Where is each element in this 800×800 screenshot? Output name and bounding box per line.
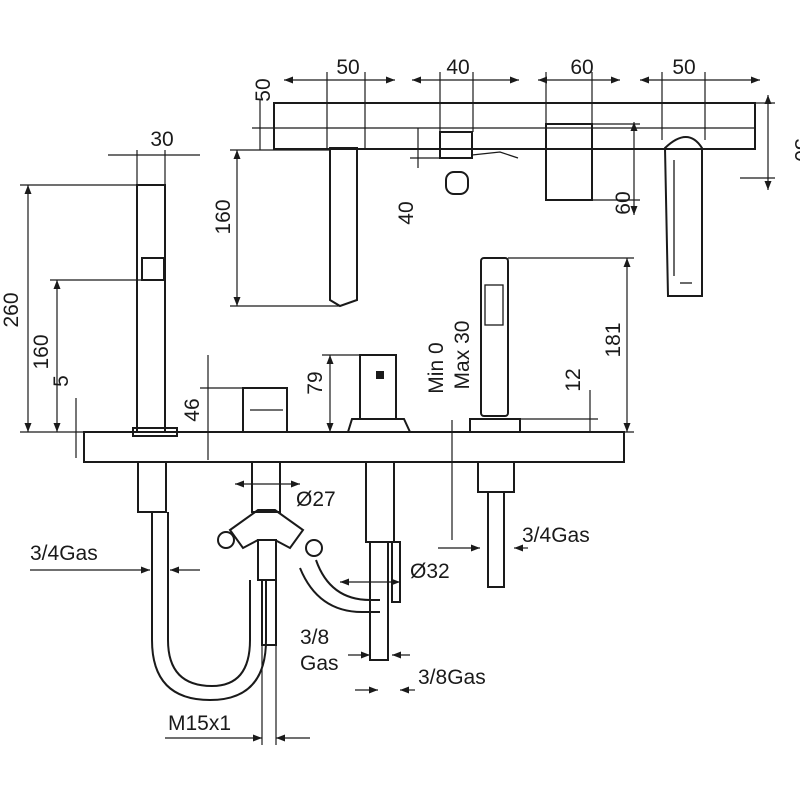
- dim-valve-depth-label: 40: [395, 201, 418, 224]
- dim-spout-base-label: 5: [50, 375, 73, 387]
- front-diverter: [359, 354, 397, 420]
- top-handle: [545, 123, 593, 201]
- front-hand-shower: [480, 257, 509, 417]
- front-spout: [136, 184, 166, 433]
- spout-shank: [137, 461, 167, 513]
- front-spout-base: [132, 427, 178, 437]
- diverter-dia-label: Ø32: [410, 560, 450, 583]
- hose-thread-label: M15x1: [168, 712, 231, 735]
- valve-right-nut: [305, 539, 323, 557]
- dim-min-label: Min 0: [425, 342, 448, 393]
- dim-diverter-height-label: 79: [304, 371, 327, 394]
- front-shower-holder: [469, 418, 521, 433]
- valve-outlet: [257, 539, 277, 581]
- shower-shank: [477, 461, 515, 493]
- dim-shower-length-label: 181: [602, 322, 625, 357]
- dim-w-spout-label: 50: [336, 56, 359, 79]
- dim-handle-depth-label: 60: [612, 191, 635, 214]
- supply-right-label: 3/8Gas: [418, 666, 486, 689]
- top-valve-pipe: [471, 151, 519, 159]
- front-handle: [242, 387, 288, 433]
- dim-spout-width-label: 30: [150, 128, 173, 151]
- spout-inlet-label: 3/4Gas: [30, 542, 98, 565]
- top-view: 50 50 40 60 50 50 60 40 160: [212, 56, 800, 308]
- top-valve-knob: [445, 171, 469, 195]
- dim-max-label: Max 30: [451, 321, 474, 390]
- top-spout: [329, 147, 358, 308]
- front-diverter-base: [346, 418, 412, 433]
- shower-inlet-label: 3/4Gas: [522, 524, 590, 547]
- dim-shower-base-label: 12: [562, 368, 585, 391]
- diverter-shank: [365, 461, 395, 543]
- valve-dia-label: Ø27: [296, 488, 336, 511]
- dim-spout-outlet-label: 160: [30, 334, 53, 369]
- flex-hose-outer: [151, 512, 267, 702]
- supply-hose-right-inner: [299, 567, 380, 613]
- dim-w-shower-label: 50: [672, 56, 695, 79]
- dim-depth-right-label: 50: [790, 138, 800, 161]
- dim-w-left-label: 50: [252, 78, 275, 101]
- dim-w-handle-label: 60: [570, 56, 593, 79]
- top-deck-plate: [273, 102, 756, 150]
- dim-w-valve-label: 40: [446, 56, 469, 79]
- top-shower-holder: [663, 136, 703, 297]
- supply-tube-b: [391, 541, 401, 603]
- valve-y-body: [228, 509, 305, 550]
- front-diverter-button: [376, 371, 384, 379]
- dim-spout-total-label: 260: [0, 292, 23, 327]
- flex-hose-inner: [167, 512, 251, 688]
- supply-line-top-label: 3/8: [300, 626, 329, 649]
- dim-spout-depth-label: 160: [212, 199, 235, 234]
- supply-line-bottom-label: Gas: [300, 652, 339, 675]
- front-shower-face: [484, 284, 504, 326]
- supply-tube-a: [369, 541, 389, 661]
- top-valve-body: [439, 131, 473, 159]
- front-view: 30 260 160 5 46 79 Min 0 Max 30 181 12 Ø…: [0, 128, 634, 745]
- valve-shank: [251, 461, 281, 513]
- shower-pipe: [487, 491, 505, 588]
- valve-left-nut: [217, 531, 235, 549]
- dim-handle-height-label: 46: [181, 398, 204, 421]
- front-spout-outlet: [141, 257, 165, 281]
- hose-thread-pipe: [261, 579, 277, 646]
